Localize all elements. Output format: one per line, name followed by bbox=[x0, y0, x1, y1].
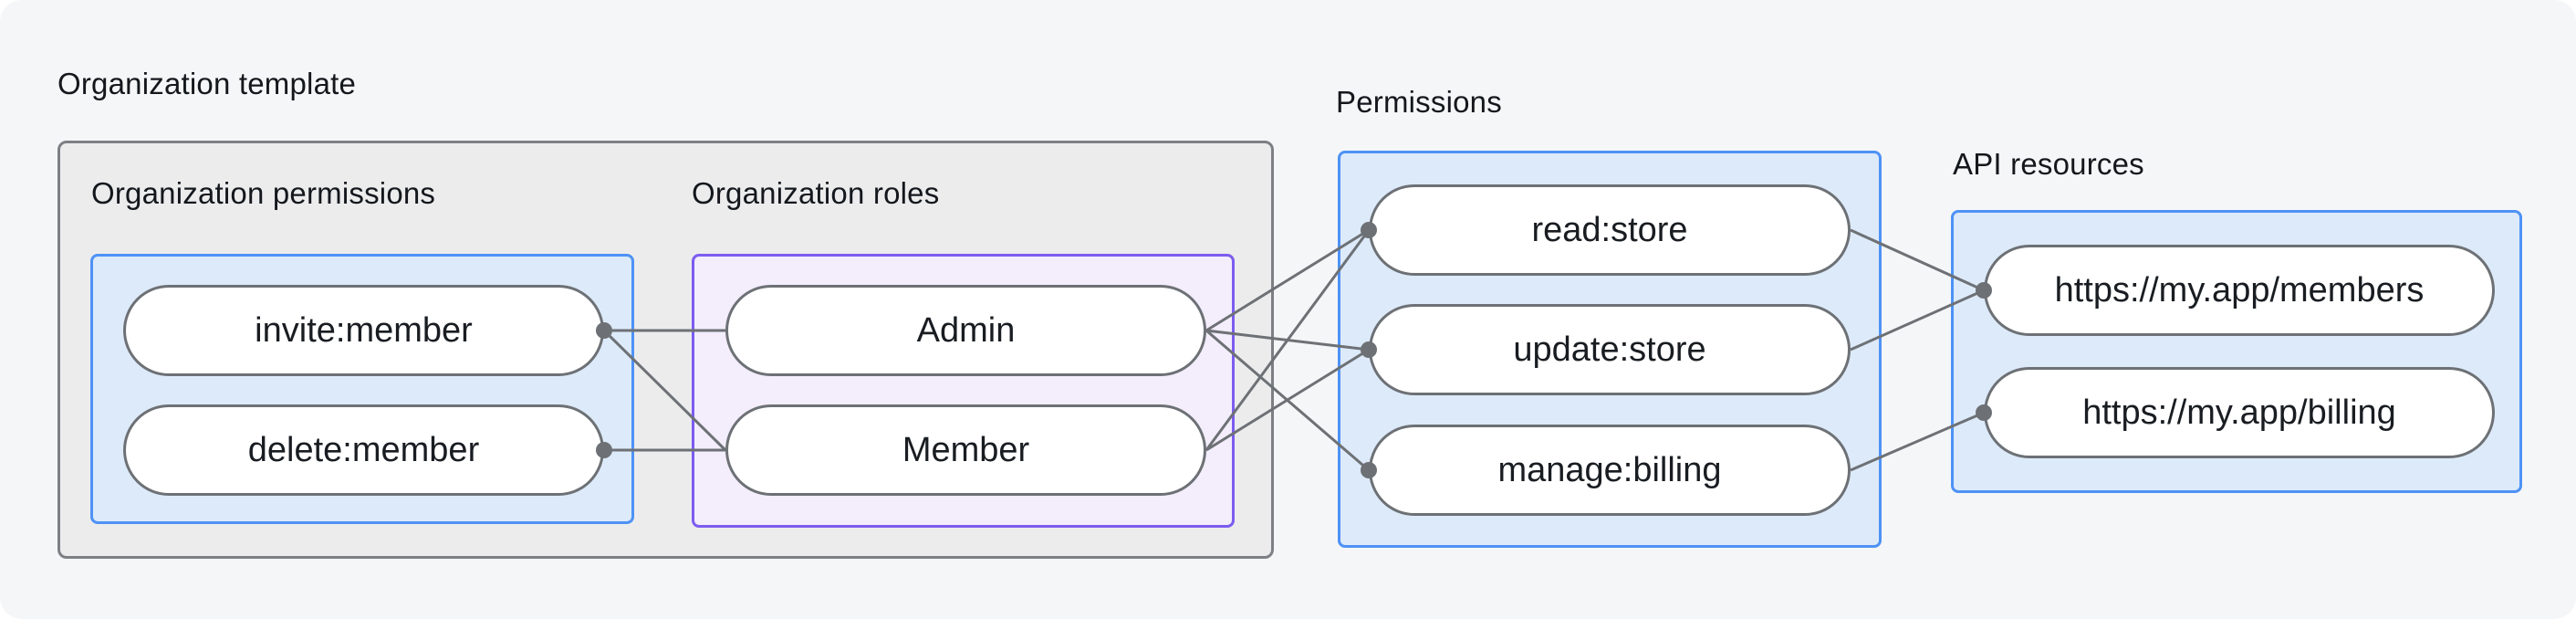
node-update-store: update:store bbox=[1369, 304, 1851, 395]
node-read-store: read:store bbox=[1369, 184, 1851, 276]
api-resources-title: API resources bbox=[1953, 147, 2144, 181]
connection-admin-to-read bbox=[1205, 228, 1370, 332]
connection-manage-to-billing_api bbox=[1850, 411, 1985, 472]
node-api-billing-url: https://my.app/billing bbox=[1984, 367, 2495, 458]
node-manage-billing-label: manage:billing bbox=[1497, 450, 1722, 489]
organization-roles-title: Organization roles bbox=[692, 176, 940, 210]
permissions-title: Permissions bbox=[1336, 85, 1502, 119]
node-invite-member: invite:member bbox=[123, 285, 604, 376]
node-manage-billing: manage:billing bbox=[1369, 425, 1851, 516]
connection-update-to-members_api bbox=[1850, 289, 1985, 351]
connection-invite-to-member bbox=[602, 329, 727, 452]
connection-read-to-members_api bbox=[1850, 228, 1985, 292]
node-delete-member: delete:member bbox=[123, 404, 604, 496]
node-api-members-url: https://my.app/members bbox=[1984, 245, 2495, 336]
node-read-store-label: read:store bbox=[1531, 210, 1688, 249]
node-api-billing-url-label: https://my.app/billing bbox=[2082, 393, 2396, 432]
node-admin-role-label: Admin bbox=[916, 310, 1016, 350]
node-member-role: Member bbox=[725, 404, 1206, 496]
organization-permissions-title: Organization permissions bbox=[91, 176, 436, 210]
node-invite-member-label: invite:member bbox=[255, 310, 473, 350]
node-member-role-label: Member bbox=[902, 430, 1030, 469]
connection-member-to-read bbox=[1205, 229, 1371, 451]
connection-member-to-update bbox=[1205, 348, 1370, 452]
organization-template-title: Organization template bbox=[57, 67, 357, 100]
node-update-store-label: update:store bbox=[1513, 330, 1706, 369]
node-admin-role: Admin bbox=[725, 285, 1206, 376]
node-delete-member-label: delete:member bbox=[247, 430, 480, 469]
node-api-members-url-label: https://my.app/members bbox=[2054, 270, 2425, 310]
